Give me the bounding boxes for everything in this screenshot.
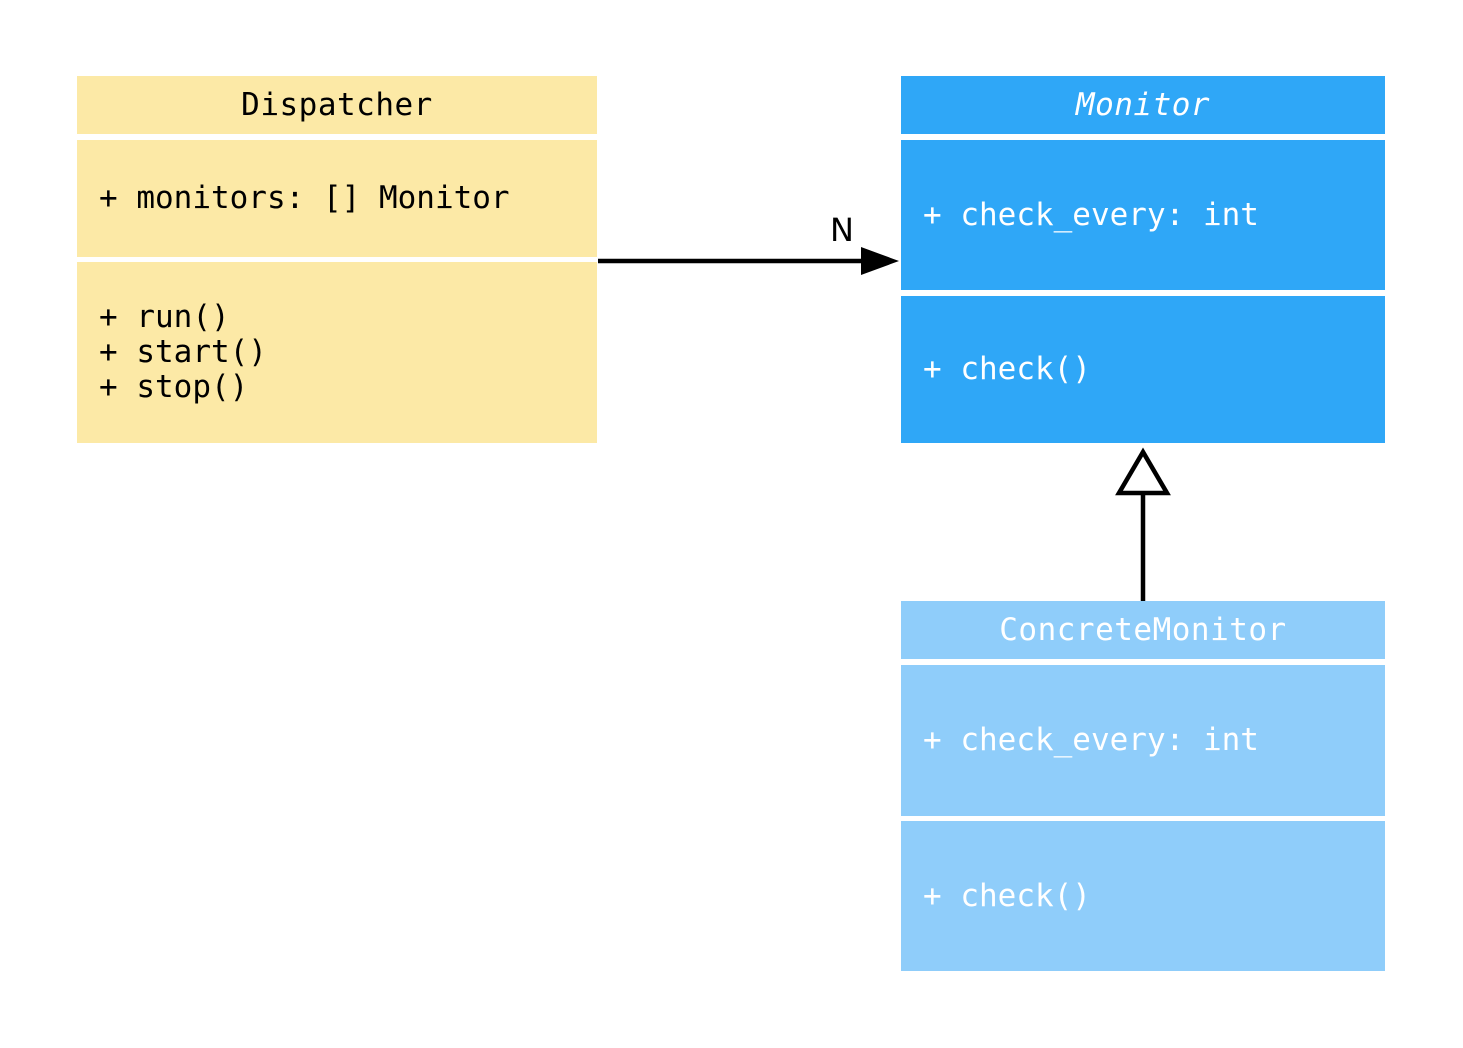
inheritance-edge-concretemonitor-to-monitor xyxy=(1115,447,1171,601)
class-box-monitor: Monitor + check_every: int + check() xyxy=(901,76,1385,443)
class-title-monitor: Monitor xyxy=(901,76,1385,134)
method-line: + run() xyxy=(99,299,230,335)
method-line: + check() xyxy=(923,877,1091,914)
method-line: + start() xyxy=(99,334,267,370)
method-line: + stop() xyxy=(99,369,249,405)
attribute-line: + monitors: [] Monitor xyxy=(99,180,510,216)
class-attributes-concrete-monitor: + check_every: int xyxy=(901,665,1385,816)
attribute-line: + check_every: int xyxy=(923,196,1259,233)
hollow-triangle-arrowhead-icon xyxy=(1115,447,1171,496)
class-title-dispatcher: Dispatcher xyxy=(77,76,597,134)
method-line: + check() xyxy=(923,351,1091,387)
association-edge-dispatcher-to-monitor xyxy=(598,247,899,275)
class-attributes-dispatcher: + monitors: [] Monitor xyxy=(77,140,597,257)
class-methods-concrete-monitor: + check() xyxy=(901,821,1385,971)
class-box-dispatcher: Dispatcher + monitors: [] Monitor + run(… xyxy=(77,76,597,443)
class-methods-monitor: + check() xyxy=(901,296,1385,443)
class-title-concrete-monitor: ConcreteMonitor xyxy=(901,601,1385,659)
class-box-concrete-monitor: ConcreteMonitor + check_every: int + che… xyxy=(901,601,1385,971)
class-attributes-monitor: + check_every: int xyxy=(901,140,1385,290)
filled-arrowhead-icon xyxy=(861,247,899,275)
class-methods-dispatcher: + run() + start() + stop() xyxy=(77,262,597,443)
attribute-line: + check_every: int xyxy=(923,722,1259,758)
association-multiplicity-label: N xyxy=(830,211,854,249)
